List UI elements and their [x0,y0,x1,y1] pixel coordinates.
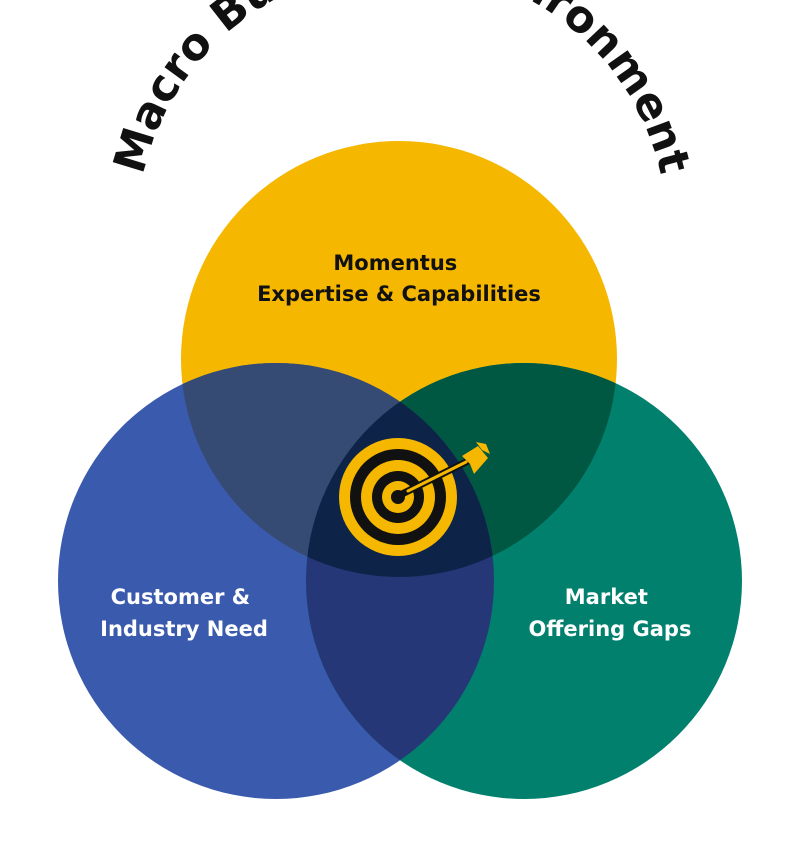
top-circle-label-line-2: Expertise & Capabilities [257,282,541,306]
target-with-arrow-icon [339,438,490,556]
arrow-fletching-tip [476,442,490,454]
top-circle-label: Momentus Expertise & Capabilities [257,251,541,306]
right-circle-label: Market Offering Gaps [529,585,692,641]
left-circle-label-line-2: Industry Need [100,617,268,641]
right-circle-label-line-1: Market [565,585,648,609]
arrow-fletching [462,446,488,474]
left-circle-label-line-1: Customer & [111,585,250,609]
left-circle-label: Customer & Industry Need [100,585,268,641]
right-circle-label-line-2: Offering Gaps [529,617,692,641]
arrow-shaft-core [406,460,468,493]
top-circle-label-line-1: Momentus [333,251,457,275]
